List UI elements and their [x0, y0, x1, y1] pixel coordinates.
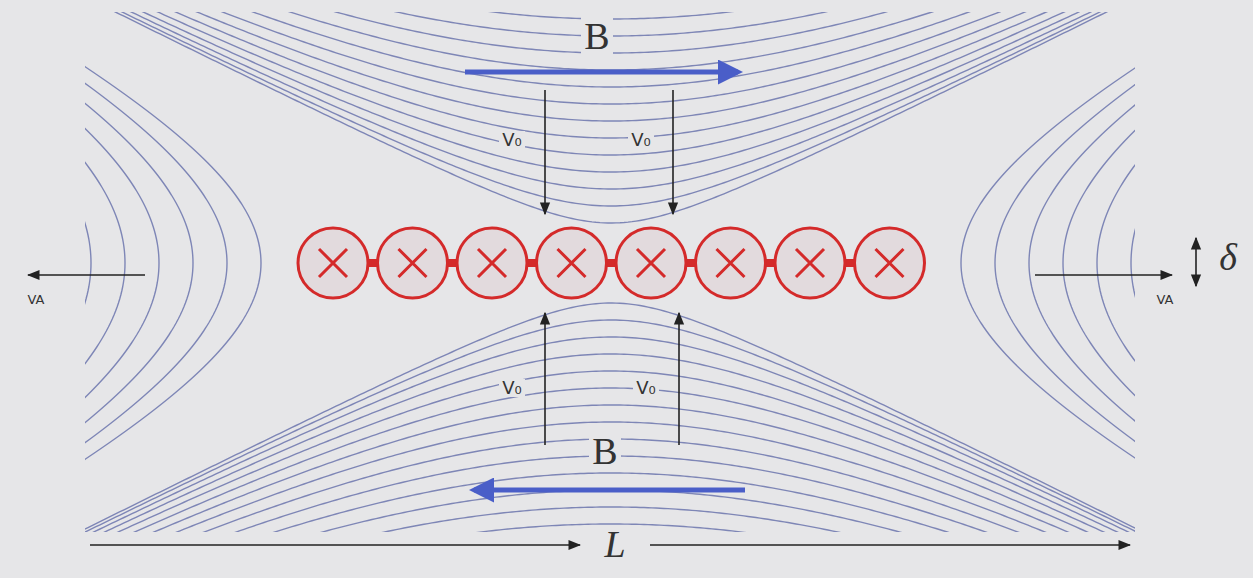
field-line [1131, 12, 1135, 532]
inflow-label: V₀ [628, 131, 654, 150]
cross-mark [478, 249, 506, 277]
inflow-arrow [678, 313, 680, 445]
length-arrow [650, 544, 1130, 546]
cross-mark [399, 249, 427, 277]
current-sheet [298, 228, 925, 298]
field-line [85, 320, 1135, 532]
outflow-arrow [1035, 274, 1172, 276]
cross-mark [319, 249, 347, 277]
field-line [85, 490, 1135, 532]
field-label: B [589, 432, 620, 472]
thickness-arrow [1195, 238, 1197, 286]
field-line [85, 12, 193, 532]
current-into-page [855, 228, 925, 298]
field-line [85, 12, 159, 532]
length-arrow [90, 544, 580, 546]
cross-mark [717, 249, 745, 277]
thickness-label: δ [1216, 238, 1240, 278]
inflow-arrow [672, 90, 674, 214]
cross-mark [637, 249, 665, 277]
field-label: B [581, 17, 612, 57]
field-direction-arrow [474, 488, 745, 493]
field-line [85, 12, 227, 532]
field-line [961, 12, 1135, 532]
field-line [85, 337, 1135, 532]
cross-mark [796, 249, 824, 277]
field-line [85, 507, 1135, 532]
inflow-arrow [544, 313, 546, 445]
field-line [85, 12, 1135, 189]
current-into-page [616, 228, 686, 298]
field-line [85, 12, 1135, 104]
field-line [85, 12, 91, 532]
outflow-label: VA [25, 293, 48, 307]
field-line [85, 12, 1135, 87]
field-line [1029, 12, 1135, 532]
field-line [85, 12, 1135, 172]
inflow-arrow [544, 90, 546, 214]
field-line [85, 12, 1135, 223]
field-line [85, 388, 1135, 532]
field-line [85, 422, 1135, 532]
field-line [85, 371, 1135, 532]
current-into-page [775, 228, 845, 298]
field-line [85, 473, 1135, 532]
length-label: L [601, 525, 628, 565]
field-line [85, 12, 261, 532]
inflow-label: V₀ [499, 131, 525, 150]
field-line [85, 12, 1135, 70]
field-line [1063, 12, 1135, 532]
field-lines [85, 12, 1135, 532]
field-direction-arrow [465, 70, 738, 75]
inflow-label: V₀ [633, 379, 659, 398]
field-line [85, 405, 1135, 532]
field-line [85, 524, 1135, 532]
flow-arrows [28, 72, 1196, 545]
current-into-page [378, 228, 448, 298]
field-line [85, 12, 1135, 155]
current-into-page [298, 228, 368, 298]
field-line [1097, 12, 1135, 532]
field-line [995, 12, 1135, 532]
outflow-label: VA [1154, 293, 1177, 307]
inflow-label: V₀ [499, 379, 525, 398]
current-into-page [696, 228, 766, 298]
current-into-page [457, 228, 527, 298]
cross-mark [876, 249, 904, 277]
cross-mark [558, 249, 586, 277]
current-into-page [537, 228, 607, 298]
outflow-arrow [28, 274, 145, 276]
